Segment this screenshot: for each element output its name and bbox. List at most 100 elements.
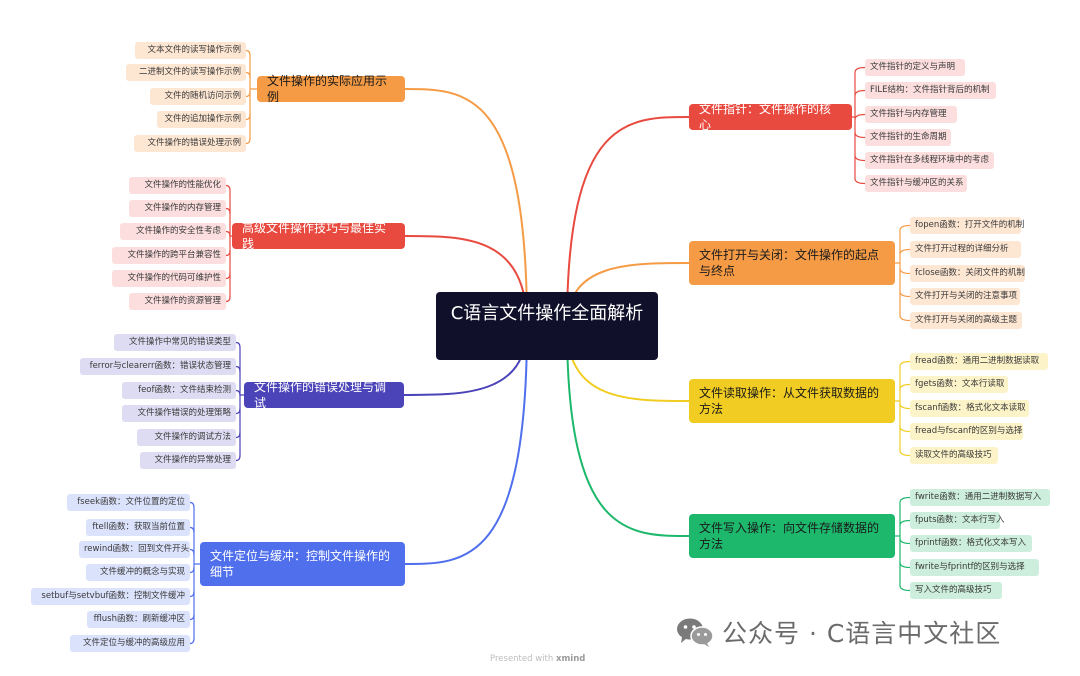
root-topic-title: C语言文件操作全面解析 <box>450 303 644 324</box>
leaf-connector <box>899 383 911 391</box>
subtopic[interactable]: 文件操作错误的处理策略 <box>122 405 236 422</box>
branch-topic[interactable]: 文件打开与关闭：文件操作的起点与终点 <box>689 241 895 285</box>
subtopic[interactable]: 二进制文件的读写操作示例 <box>126 64 246 81</box>
leaf-connector <box>225 184 231 192</box>
subtopic-label: 文件操作的异常处理 <box>154 455 231 465</box>
branch-topic[interactable]: 文件指针：文件操作的核心 <box>689 102 852 132</box>
subtopic[interactable]: 文件操作的代码可维护性 <box>112 270 226 287</box>
subtopic[interactable]: fwrite与fprintf的区别与选择 <box>910 559 1039 576</box>
subtopic[interactable]: 文件缓冲的概念与实现 <box>86 564 190 581</box>
subtopic[interactable]: 文件指针与缓冲区的关系 <box>865 175 967 192</box>
subtopic[interactable]: 文本文件的读写操作示例 <box>135 42 246 59</box>
subtopic[interactable]: 文件操作的性能优化 <box>129 177 226 194</box>
subtopic[interactable]: 文件打开过程的详细分析 <box>910 241 1021 258</box>
xmind-credit: Presented with xmind <box>490 654 585 664</box>
leaf-connector <box>189 566 195 574</box>
subtopic-label: fopen函数：打开文件的机制 <box>915 220 1025 230</box>
branch-topic[interactable]: 文件操作的错误处理与调试 <box>244 380 404 410</box>
leaf-connector <box>854 177 866 185</box>
subtopic-label: 文件指针的定义与声明 <box>870 62 956 72</box>
branch-topic-label: 文件操作的实际应用示例 <box>267 74 388 104</box>
subtopic-label: 文件操作的调试方法 <box>154 432 231 442</box>
branch-connector <box>404 325 528 565</box>
subtopic-label: 文件操作的安全性考虑 <box>135 226 221 236</box>
subtopic[interactable]: 文件操作的资源管理 <box>129 293 226 310</box>
leaf-connector <box>899 519 911 527</box>
subtopic[interactable]: 文件指针与内存管理 <box>865 106 957 123</box>
leaf-connector <box>245 113 251 121</box>
subtopic[interactable]: ftell函数：获取当前位置 <box>86 519 190 536</box>
subtopic[interactable]: 文件指针的生命周期 <box>865 129 951 146</box>
subtopic-label: 文件定位与缓冲的高级应用 <box>82 638 185 648</box>
subtopic[interactable]: 文件定位与缓冲的高级应用 <box>70 635 190 652</box>
subtopic[interactable]: 文件操作的安全性考虑 <box>120 223 226 240</box>
subtopic-label: fwrite函数：通用二进制数据写入 <box>915 492 1042 502</box>
leaf-connector <box>899 314 911 322</box>
branch-topic[interactable]: 文件定位与缓冲：控制文件操作的细节 <box>200 542 405 586</box>
branch-topic-label: 文件打开与关闭：文件操作的起点与终点 <box>699 248 880 278</box>
leaf-connector <box>189 637 195 645</box>
subtopic[interactable]: rewind函数：回到文件开头 <box>79 541 190 558</box>
branch-topic-label: 文件写入操作：向文件存储数据的方法 <box>699 521 880 551</box>
leaf-connector <box>899 449 911 457</box>
subtopic[interactable]: 文件操作的内存管理 <box>129 200 226 217</box>
subtopic[interactable]: fgets函数：文本行读取 <box>910 376 1008 393</box>
subtopic[interactable]: ferror与clearerr函数：错误状态管理 <box>80 358 236 375</box>
subtopic[interactable]: 文件操作的跨平台兼容性 <box>112 247 226 264</box>
subtopic[interactable]: feof函数：文件结束检测 <box>122 382 236 399</box>
subtopic[interactable]: 文件操作的错误处理示例 <box>134 135 246 152</box>
subtopic[interactable]: fseek函数：文件位置的定位 <box>67 494 190 511</box>
subtopic[interactable]: 文件的随机访问示例 <box>150 88 246 105</box>
subtopic-label: 文件的追加操作示例 <box>164 114 241 124</box>
subtopic[interactable]: fread与fscanf的区别与选择 <box>910 423 1023 440</box>
subtopic-label: feof函数：文件结束检测 <box>138 385 231 395</box>
subtopic[interactable]: 文件操作的异常处理 <box>140 452 236 469</box>
branch-topic[interactable]: 高级文件操作技巧与最佳实践 <box>232 221 405 251</box>
subtopic[interactable]: fopen函数：打开文件的机制 <box>910 217 1025 234</box>
subtopic[interactable]: setbuf与setvbuf函数：控制文件缓冲 <box>31 588 190 605</box>
subtopic[interactable]: fwrite函数：通用二进制数据写入 <box>910 489 1050 506</box>
subtopic-label: FILE结构：文件指针背后的机制 <box>870 85 990 95</box>
subtopic[interactable]: 文件的追加操作示例 <box>157 111 246 128</box>
subtopic-label: 写入文件的高级技巧 <box>915 585 992 595</box>
branch-topic[interactable]: 文件读取操作：从文件获取数据的方法 <box>689 379 895 423</box>
subtopic-label: setbuf与setvbuf函数：控制文件缓冲 <box>41 591 185 601</box>
subtopic-label: 文件打开过程的详细分析 <box>915 244 1009 254</box>
subtopic[interactable]: FILE结构：文件指针背后的机制 <box>865 82 996 99</box>
subtopic-label: fprintf函数：格式化文本写入 <box>915 538 1026 548</box>
subtopic[interactable]: fputs函数：文本行写入 <box>910 512 1005 529</box>
subtopic-label: ferror与clearerr函数：错误状态管理 <box>89 361 231 371</box>
watermark-text: 公众号 · C语言中文社区 <box>722 619 1002 648</box>
subtopic[interactable]: fscanf函数：格式化文本读取 <box>910 400 1029 417</box>
subtopic[interactable]: 文件打开与关闭的高级主题 <box>910 312 1022 329</box>
leaf-connector <box>899 402 911 410</box>
subtopic-label: 文件打开与关闭的高级主题 <box>915 315 1018 325</box>
leaf-connector <box>225 272 231 280</box>
branch-topic[interactable]: 文件操作的实际应用示例 <box>257 74 405 104</box>
branch-topic[interactable]: 文件写入操作：向文件存储数据的方法 <box>689 514 895 558</box>
subtopic[interactable]: 写入文件的高级技巧 <box>910 582 1002 599</box>
subtopic[interactable]: fprintf函数：格式化文本写入 <box>910 535 1032 552</box>
subtopic[interactable]: 文件操作中常见的错误类型 <box>114 334 236 351</box>
subtopic[interactable]: fflush函数：刷新缓冲区 <box>87 611 190 628</box>
leaf-connector <box>245 137 251 145</box>
root-topic[interactable]: C语言文件操作全面解析 <box>436 292 658 360</box>
subtopic-label: fwrite与fprintf的区别与选择 <box>915 562 1025 572</box>
subtopic-label: 文件操作的性能优化 <box>144 180 221 190</box>
subtopic[interactable]: 文件指针在多线程环境中的考虑 <box>865 152 994 169</box>
subtopic[interactable]: fclose函数：关闭文件的机制 <box>910 265 1025 282</box>
subtopic-label: fgets函数：文本行读取 <box>915 379 1005 389</box>
subtopic[interactable]: 文件指针的定义与声明 <box>865 59 965 76</box>
subtopic-label: 文件操作错误的处理策略 <box>137 408 231 418</box>
subtopic[interactable]: 读取文件的高级技巧 <box>910 447 998 464</box>
subtopic[interactable]: 文件操作的调试方法 <box>137 429 236 446</box>
subtopic-label: 文件操作的错误处理示例 <box>147 138 241 148</box>
leaf-connector <box>235 431 241 439</box>
subtopic[interactable]: 文件打开与关闭的注意事项 <box>910 288 1020 305</box>
leaf-connector <box>899 267 911 275</box>
subtopic[interactable]: fread函数：通用二进制数据读取 <box>910 353 1048 370</box>
subtopic-label: fclose函数：关闭文件的机制 <box>915 268 1025 278</box>
leaf-connector <box>225 230 231 238</box>
credit-brand: xmind <box>555 654 586 664</box>
